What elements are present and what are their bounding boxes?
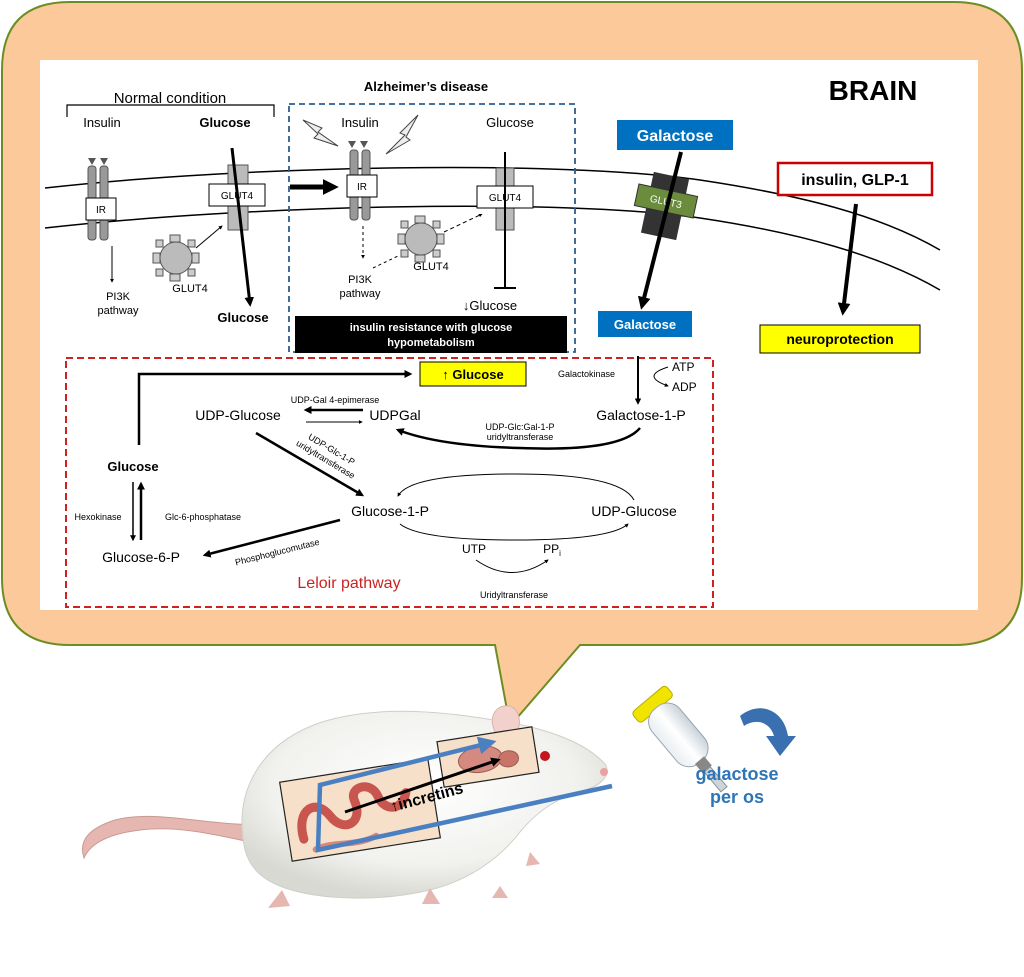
alzheimer-insulin-receptor: IR	[346, 141, 378, 221]
atp-adp-arrow	[653, 366, 669, 387]
glucose-label: Glucose	[107, 459, 158, 474]
udp-glucose-cycle-bottom	[399, 523, 629, 541]
normal-pi3k-label: PI3K	[106, 291, 131, 303]
udp-gal-epimerase-label: UDP-Gal 4-epimerase	[291, 395, 380, 405]
normal-ir-label: IR	[96, 205, 106, 216]
uridyltransferase-label: Uridyltransferase	[480, 590, 548, 600]
uridylyltransferase-label-1: UDP-Glc:Gal-1-P	[485, 422, 554, 432]
hexokinase-label: Hexokinase	[74, 512, 121, 522]
uridylyltransferase-label-2: uridyltransferase	[487, 432, 554, 442]
rat-ear	[491, 705, 520, 735]
leloir-box	[65, 357, 714, 608]
insulin-resistance-line1: insulin resistance with glucose	[350, 322, 513, 334]
normal-glut4-translocation-arrow	[195, 225, 223, 249]
udp-glucose-left-label: UDP-Glucose	[195, 407, 281, 423]
normal-condition-label: Normal condition	[114, 90, 227, 107]
alzheimer-dashed-link	[372, 255, 399, 269]
alzheimer-pi3k-label: PI3K	[348, 274, 373, 286]
utp-label: UTP	[462, 542, 486, 556]
udp-glucose-cycle-top	[397, 473, 635, 501]
rat-eye	[540, 751, 550, 761]
udpgal-label: UDPGal	[369, 407, 420, 423]
galactose-inside-box	[598, 311, 692, 337]
alzheimer-glut4-vesicle-label: GLUT4	[413, 261, 448, 273]
insulin-ligand-icon	[348, 141, 368, 148]
normal-glut4-vesicle	[152, 234, 200, 282]
galactose-route-arrow	[315, 736, 613, 853]
alzheimer-title: Alzheimer’s disease	[364, 79, 488, 94]
normal-insulin-label: Insulin	[83, 115, 121, 130]
normal-pathway-label: pathway	[98, 305, 139, 317]
insulin-ligand-icon	[88, 158, 108, 165]
ppi-label: PPi	[543, 542, 561, 558]
normal-insulin-receptor: IR	[85, 158, 117, 241]
alzheimer-pathway-label: pathway	[340, 288, 381, 300]
neuroprotection-box	[759, 324, 921, 354]
adp-label: ADP	[672, 380, 697, 394]
udp-glucose-right-label: UDP-Glucose	[591, 503, 677, 519]
lightning-icon-left	[302, 119, 339, 147]
rat-hind-foot-2	[422, 888, 440, 904]
insulin-glp1-label: insulin, GLP-1	[801, 172, 909, 189]
ppi-text: PP	[543, 542, 559, 556]
alzheimer-insulin-label: Insulin	[341, 115, 379, 130]
normal-glut4-vesicle-label: GLUT4	[172, 283, 207, 295]
alzheimer-box	[288, 103, 576, 353]
utp-ppi-arrow	[475, 559, 549, 573]
lightning-icon-right	[385, 114, 419, 155]
neuroprotection-arrow	[837, 203, 858, 316]
atp-label: ATP	[672, 360, 694, 374]
phosphoglucomutase-arrow	[202, 518, 341, 558]
alzheimer-reduced-glucose: ↓Glucose	[463, 298, 517, 313]
alzheimer-glut4-vesicle	[397, 215, 445, 263]
water-bottle	[632, 685, 728, 793]
normal-glucose-label: Glucose	[199, 115, 250, 130]
glc6-phosphatase-label: Glc-6-phosphatase	[165, 512, 241, 522]
insulin-resistance-banner	[295, 316, 567, 353]
galactose-influx-arrow	[637, 151, 683, 310]
glucose-to-up-glucose-arrow	[137, 369, 413, 445]
galactose-top-box	[617, 120, 733, 150]
alzheimer-glucose-label: Glucose	[486, 115, 534, 130]
rat-nose	[600, 768, 608, 776]
udp-glc-1-p-arrow	[255, 431, 365, 497]
bottle-spout	[703, 766, 728, 793]
insulin-resistance-line2: hypometabolism	[387, 337, 475, 349]
membrane-inner	[44, 205, 941, 291]
rat-front-foot-2	[526, 852, 540, 866]
galactose-1-p-label: Galactose-1-P	[596, 407, 685, 423]
uridylyltransferase-arrow	[395, 427, 641, 450]
intestine-icon	[297, 782, 411, 844]
galactokinase-label: Galactokinase	[558, 369, 615, 379]
normal-glucose-out-label: Glucose	[217, 310, 268, 325]
galactose-per-os-line1: galactose	[695, 764, 778, 784]
ppi-subscript: i	[559, 549, 561, 558]
rat-front-foot	[492, 886, 508, 898]
refill-curved-arrow	[740, 708, 796, 756]
galactose-per-os-line2: per os	[710, 787, 764, 807]
normal-glucose-influx-arrow	[230, 147, 254, 307]
leloir-title: Leloir pathway	[297, 575, 400, 592]
neuroprotection-label: neuroprotection	[786, 331, 893, 347]
glucose-6-p-label: Glucose-6-P	[102, 549, 180, 565]
up-glucose-label: ↑ Glucose	[442, 367, 503, 382]
rat-hind-foot	[268, 890, 290, 908]
galactose-top-label: Galactose	[637, 128, 714, 145]
brain-title: BRAIN	[829, 75, 918, 106]
rat-tail	[82, 815, 283, 860]
galactose-inside-label: Galactose	[614, 317, 676, 332]
alzheimer-ir-label: IR	[357, 182, 367, 193]
glut3-transporter: GLUT3	[633, 171, 699, 241]
glucose-1-p-label: Glucose-1-P	[351, 503, 429, 519]
incretins-arrow	[344, 757, 501, 814]
normal-condition-bracket	[66, 104, 275, 117]
up-glucose-box	[419, 361, 527, 387]
alzheimer-glut4-translocation-arrow	[443, 213, 483, 233]
insulin-glp1-box	[776, 161, 934, 197]
